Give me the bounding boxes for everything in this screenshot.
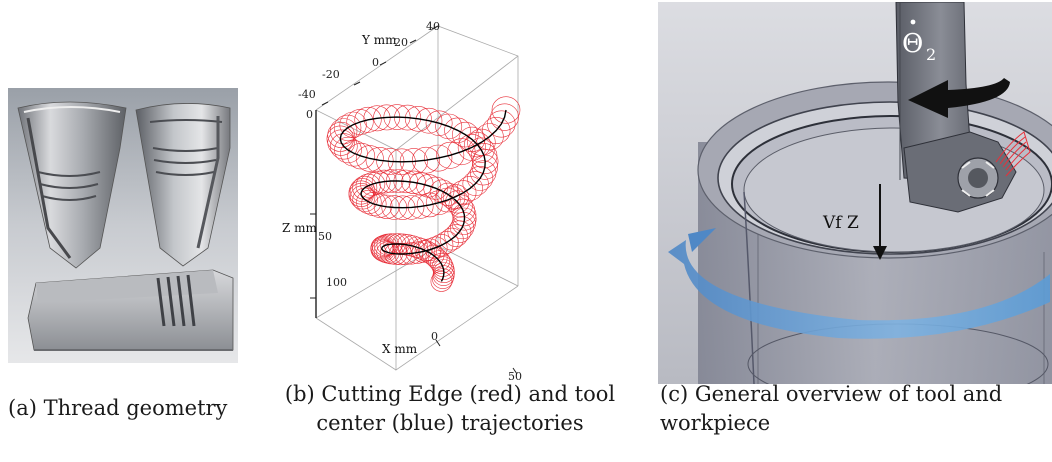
cutting-edge-ring xyxy=(424,144,453,172)
axis-z-label: Z mm xyxy=(282,221,318,235)
cutting-edge-ring xyxy=(470,160,497,186)
cutting-edge-ring xyxy=(435,113,463,140)
cutting-edge-ring xyxy=(347,142,376,170)
tick-y-m20: -20 xyxy=(322,68,340,81)
cutting-edge-ring xyxy=(482,117,511,145)
panel-c-caption-line2: workpiece xyxy=(660,411,771,435)
panel-b-caption: (b) Cutting Edge (red) and tool center (… xyxy=(245,380,655,438)
cutting-edge-ring xyxy=(468,137,495,163)
cutting-edge-ring xyxy=(365,147,394,174)
cutting-edge-highlight xyxy=(995,131,1031,177)
tool-center-trajectory xyxy=(339,109,507,282)
cutting-edge-ring xyxy=(491,96,521,124)
cutting-edge-ring xyxy=(429,234,454,257)
cutting-edge-ring xyxy=(355,145,384,172)
cutting-edge-ring xyxy=(425,110,453,136)
cutting-edge-ring xyxy=(372,235,395,257)
tick-x-0: 0 xyxy=(431,330,438,343)
tick-z-50: 50 xyxy=(318,230,332,243)
cutting-edge-ring xyxy=(416,192,443,218)
tick-z-100: 100 xyxy=(326,276,347,289)
tick-y-40: 40 xyxy=(426,20,440,33)
cutting-edge-ring xyxy=(340,140,368,167)
cutting-edge-ring xyxy=(452,121,479,148)
cutting-edge-ring xyxy=(355,173,381,198)
cutting-edge-ring xyxy=(447,138,476,166)
cutting-edge-ring xyxy=(422,244,445,266)
cutting-edge-ring xyxy=(472,149,499,175)
panel-c-caption-line1: (c) General overview of tool and xyxy=(660,382,1003,406)
cutting-edge-ring xyxy=(329,118,358,145)
cutting-edge-ring xyxy=(445,190,470,214)
cutting-edge-ring xyxy=(373,194,400,219)
feed-arrow xyxy=(873,184,887,260)
panel-b-caption-line2: center (blue) trajectories xyxy=(316,411,584,435)
cutting-edge-ring xyxy=(452,203,477,227)
cutting-edge-ring xyxy=(405,236,429,258)
panel-c-caption: (c) General overview of tool and workpie… xyxy=(660,380,1052,438)
cutting-edge-ring xyxy=(444,117,471,144)
cutting-edge-ring xyxy=(467,165,494,191)
cutting-edge-ring xyxy=(436,141,465,169)
theta-dot xyxy=(910,19,916,25)
feed-label: Vf Z xyxy=(822,213,859,233)
cutting-edge-ring xyxy=(404,106,432,132)
cutting-insert xyxy=(957,157,999,199)
cutting-edge-ring xyxy=(428,250,451,272)
tool-workpiece-render: Vf Z Θ 2 xyxy=(658,2,1052,384)
cutting-edge-ring xyxy=(401,235,424,257)
cutting-edge-ring xyxy=(425,190,452,215)
cutting-edge-ring xyxy=(441,186,466,210)
thread-geometry-photo xyxy=(8,88,238,363)
tick-x-50: 50 xyxy=(508,370,522,383)
cutting-edge-trajectory xyxy=(326,96,521,292)
cutting-edge-ring xyxy=(370,236,394,259)
panel-a-caption: (a) Thread geometry xyxy=(8,396,228,420)
plot-box xyxy=(315,25,519,371)
tick-z-0: 0 xyxy=(306,108,313,121)
rotation-arrow xyxy=(668,240,1050,339)
cutting-edge-ring xyxy=(327,121,355,148)
cutting-edge-ring xyxy=(354,106,382,133)
cutting-edge-ring xyxy=(430,271,453,292)
tick-y-0: 0 xyxy=(372,56,379,69)
cutting-edge-ring xyxy=(365,170,391,195)
cutting-edge-ring xyxy=(374,234,397,257)
trajectory-3d-plot: 40 20 0 -20 -40 0 50 100 0 50 Y mm Z mm … xyxy=(282,20,522,383)
tick-y-20: 20 xyxy=(394,36,408,49)
cutting-edge-ring xyxy=(415,107,443,134)
cutting-edge-ring xyxy=(447,220,472,243)
cutting-edge-ring xyxy=(457,175,484,201)
cutting-edge-ring xyxy=(339,111,367,138)
cutting-edge-ring xyxy=(349,178,375,202)
cutting-edge-ring xyxy=(444,224,468,247)
axis-y-label: Y mm xyxy=(361,33,397,47)
tick-y-m40: -40 xyxy=(298,88,316,101)
panel-b-caption-line1: (b) Cutting Edge (red) and tool xyxy=(284,382,616,406)
cutting-edge-ring xyxy=(450,216,475,240)
axis-x-label: X mm xyxy=(382,342,418,356)
tool-rotation-arrow xyxy=(908,78,1010,118)
cutting-edge-ring xyxy=(487,110,516,138)
cutting-edge-ring xyxy=(333,114,362,141)
rotation-label: Θ xyxy=(902,29,923,59)
cutting-edge-ring xyxy=(490,103,519,131)
rotation-subscript: 2 xyxy=(926,45,936,64)
cutting-edge-ring xyxy=(363,105,391,132)
